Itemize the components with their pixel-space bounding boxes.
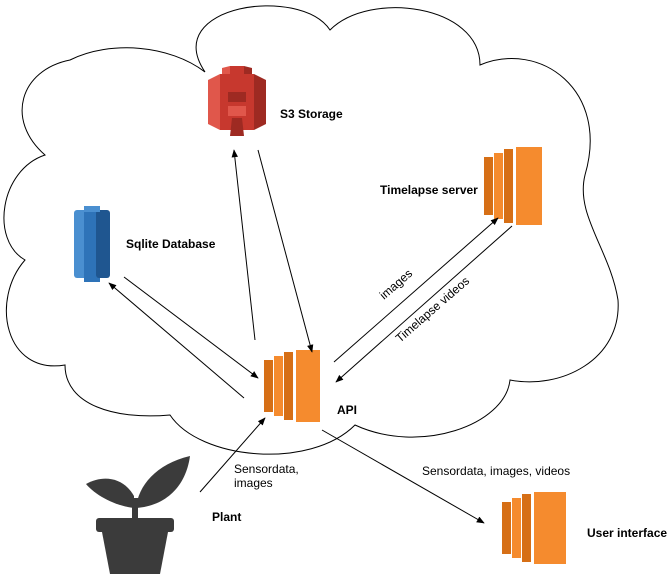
arrow-api-to-sqlite <box>108 282 245 399</box>
edge-label-ui: Sensordata, images, videos <box>422 464 570 478</box>
sqlite-label: Sqlite Database <box>126 237 216 251</box>
arrow-api-to-s3 <box>231 149 256 341</box>
ui-label: User interface <box>587 526 667 540</box>
api-label: API <box>337 403 357 417</box>
timelapse-label: Timelapse server <box>380 183 478 197</box>
edge-label-plant-line1: Sensordata, <box>234 462 299 476</box>
database-icon <box>74 206 110 282</box>
server-instance-icon <box>484 147 542 225</box>
arrow-timelapse-to-api <box>335 225 513 383</box>
arrow-api-to-ui <box>321 429 485 524</box>
server-instance-icon <box>264 350 320 422</box>
server-instance-icon <box>502 492 566 564</box>
plant-label: Plant <box>212 510 241 524</box>
cloud-boundary <box>3 5 619 455</box>
s3-storage-icon <box>208 66 266 136</box>
arrow-sqlite-to-api <box>123 276 259 379</box>
edge-label-plant-line2: images <box>234 476 273 490</box>
arrow-api-to-timelapse <box>333 217 499 363</box>
edge-label-images: images <box>377 266 415 302</box>
s3-label: S3 Storage <box>280 107 343 121</box>
arrow-s3-to-api <box>257 149 314 353</box>
arrow-plant-to-api <box>199 417 266 493</box>
plant-pot-icon <box>86 456 190 574</box>
